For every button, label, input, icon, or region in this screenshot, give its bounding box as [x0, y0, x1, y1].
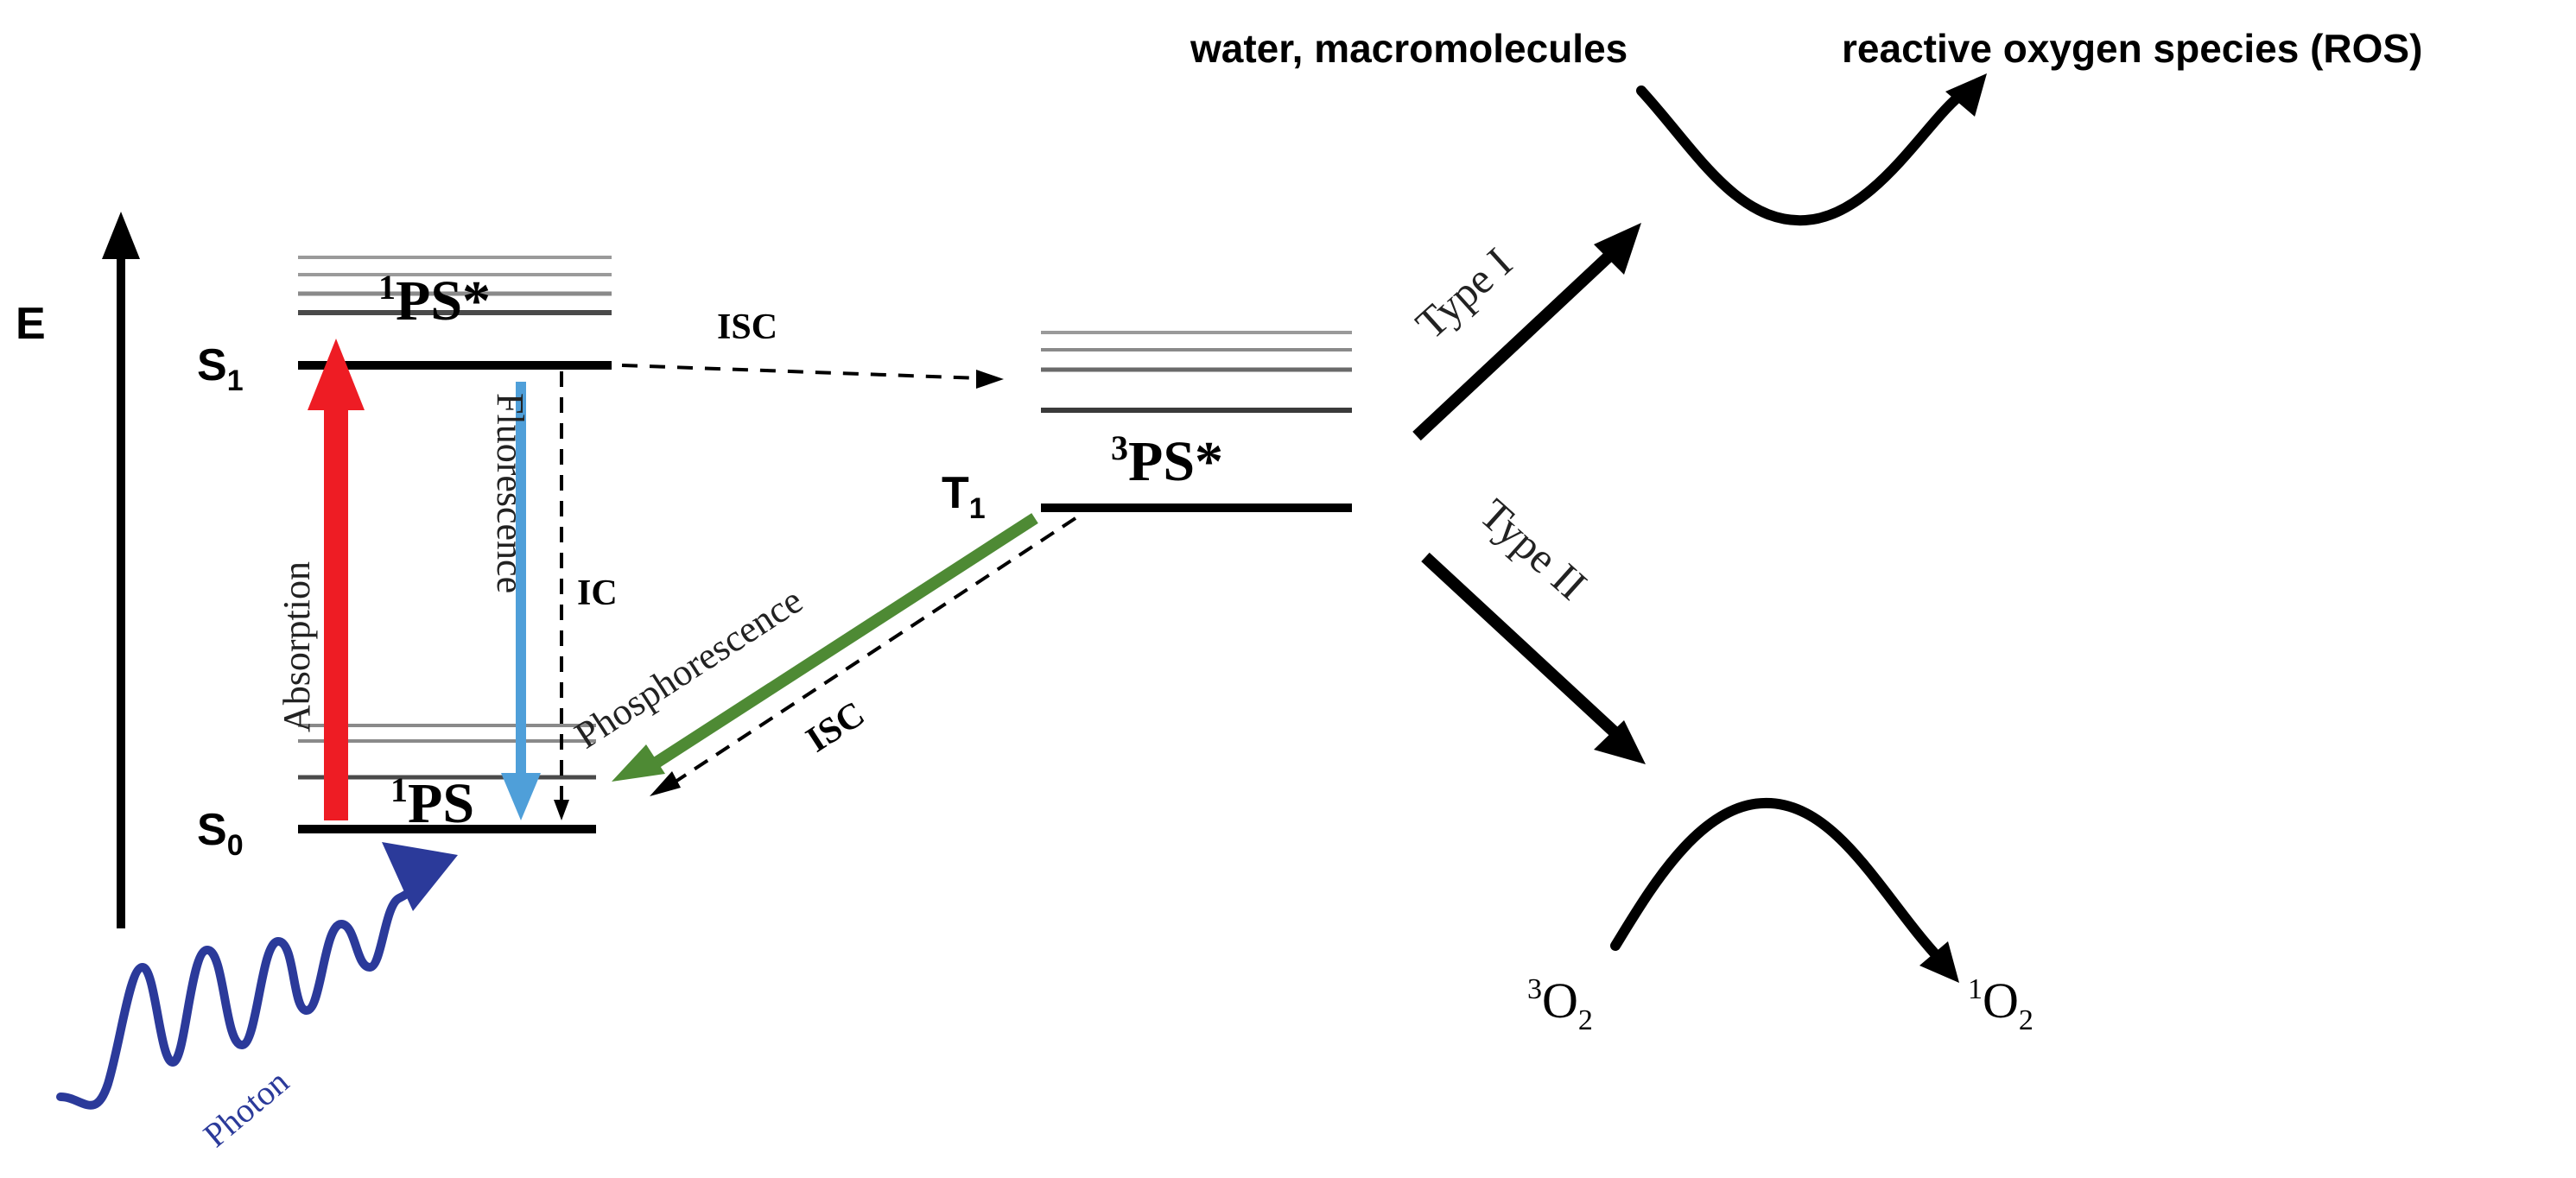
ic-label: IC — [577, 573, 618, 613]
isc-back-label: ISC — [799, 694, 872, 761]
absorption-arrow — [308, 339, 365, 820]
photon-arrowhead — [382, 842, 458, 911]
s0-label: S0 — [197, 805, 244, 862]
t1-label: T1 — [942, 468, 986, 525]
energy-axis-arrowhead — [102, 212, 140, 259]
isc-forward-arrow — [621, 364, 1004, 389]
type1-reactant-label: water, macromolecules — [1190, 26, 1627, 71]
s1-label: S1 — [197, 340, 244, 397]
isc-forward-label: ISC — [717, 307, 777, 347]
phosphorescence-arrow — [612, 513, 1038, 782]
photon-wave — [56, 842, 458, 1110]
energy-axis: E — [16, 212, 140, 928]
singlet-ground-species-label: 1PS — [390, 770, 474, 835]
isc-back-arrow — [650, 516, 1077, 796]
triplet-levels — [1041, 331, 1352, 512]
type2-label: Type II — [1471, 490, 1596, 610]
singlet-levels — [298, 256, 612, 833]
fluorescence-label: Fluorescence — [489, 393, 531, 593]
type1-reaction-curve — [1636, 73, 1987, 226]
singlet-excited-species-label: 1PS* — [378, 268, 491, 332]
type1-arrow — [1412, 223, 1641, 441]
triplet-oxygen-label: 3O2 — [1527, 972, 1593, 1036]
type1-label: Type I — [1406, 238, 1521, 349]
internal-conversion-arrow — [554, 371, 569, 820]
triplet-species-label: 3PS* — [1111, 428, 1223, 493]
type2-arrow — [1421, 552, 1646, 764]
energy-axis-label: E — [16, 299, 46, 349]
singlet-oxygen-label: 1O2 — [1968, 972, 2034, 1036]
type1-product-label: reactive oxygen species (ROS) — [1842, 26, 2422, 71]
absorption-label: Absorption — [276, 561, 318, 732]
type2-reaction-curve — [1610, 797, 1959, 983]
photon-label: Photon — [196, 1062, 296, 1155]
fluorescence-arrow — [501, 382, 541, 820]
